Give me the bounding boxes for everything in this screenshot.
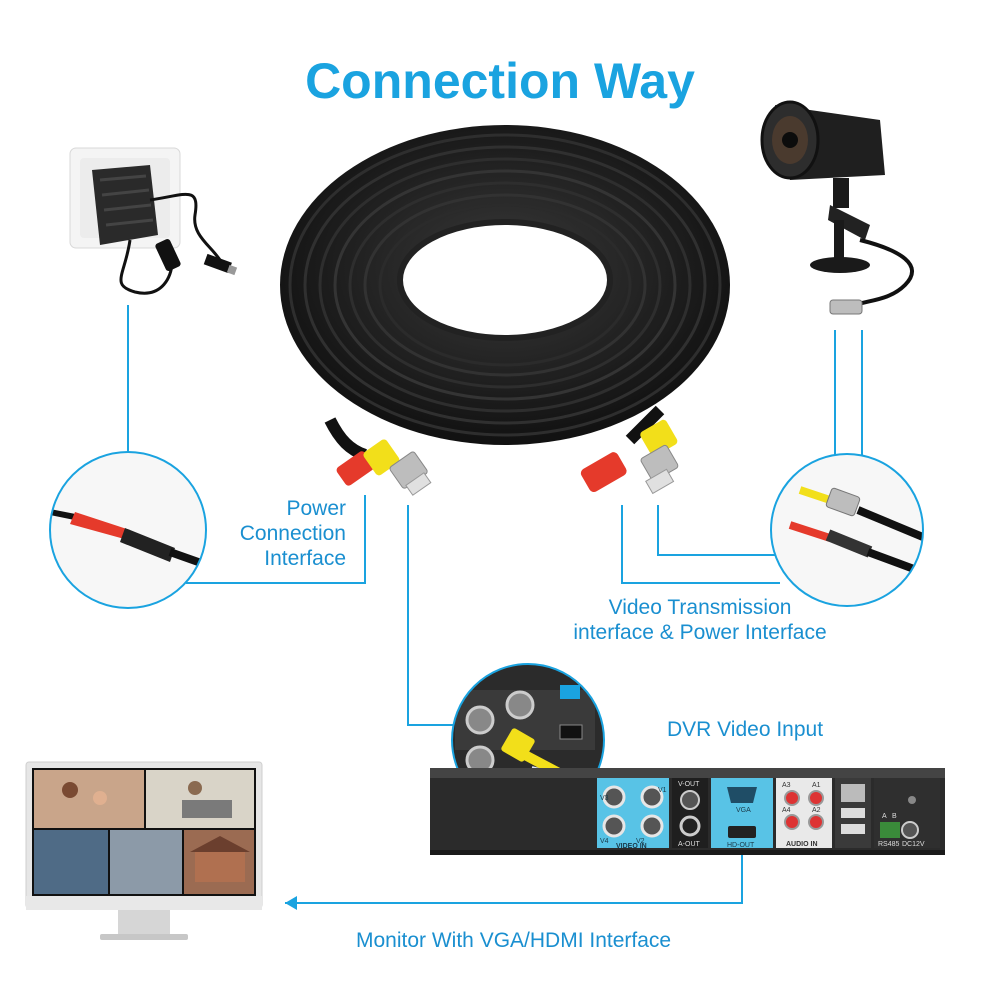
video-label-line-2: interface & Power Interface: [573, 621, 827, 644]
dvr-label-dc12v: DC12V: [902, 841, 925, 848]
connector-lines: [127, 305, 863, 904]
dvr-label-rs485-a: A: [882, 813, 887, 820]
dvr-label-v3: V3: [600, 795, 609, 802]
dvr-label-v-out: V-OUT: [678, 781, 700, 788]
dvr-label-v1: V1: [658, 787, 667, 794]
dvr-label-v2: V2: [636, 838, 645, 845]
power-label-line-1: Power: [286, 497, 346, 520]
dvr-label-audio-in: AUDIO IN: [786, 841, 818, 848]
security-camera-image: [760, 100, 914, 315]
video-transmission-label: Video Transmission interface & Power Int…: [530, 595, 870, 645]
dvr-label-rs485: RS485: [878, 841, 900, 848]
power-label-line-2: Connection: [239, 522, 346, 545]
power-label-line-3: Interface: [264, 547, 346, 570]
page-title: Connection Way: [305, 53, 695, 109]
dvr-label-v4: V4: [600, 838, 609, 845]
dvr-recorder: [430, 768, 945, 855]
dvr-label-a3: A3: [782, 782, 791, 789]
dvr-label-a2: A2: [812, 807, 821, 814]
monitor-image: [25, 761, 263, 940]
video-label-line-1: Video Transmission: [608, 596, 792, 619]
dvr-label-video-in: VIDEO IN: [616, 843, 647, 850]
dvr-video-input-label: DVR Video Input: [667, 718, 824, 741]
dvr-label-hd-out: HD-OUT: [727, 842, 755, 849]
dvr-label-rs485-b: B: [892, 813, 897, 820]
power-connection-label: Power Connection Interface: [190, 496, 346, 571]
cable-coil-image: [280, 125, 730, 496]
dvr-label-a-out: A-OUT: [678, 841, 701, 848]
monitor-interface-label: Monitor With VGA/HDMI Interface: [356, 929, 672, 952]
dvr-label-vga: VGA: [736, 807, 751, 814]
dvr-label-a4: A4: [782, 807, 791, 814]
dvr-label-a1: A1: [812, 782, 821, 789]
power-adapter-image: [69, 147, 238, 295]
arrow-head-icon: [285, 896, 297, 910]
zoom-circle-power-plug: [49, 451, 207, 609]
zoom-circle-camera-plugs: [770, 453, 924, 607]
